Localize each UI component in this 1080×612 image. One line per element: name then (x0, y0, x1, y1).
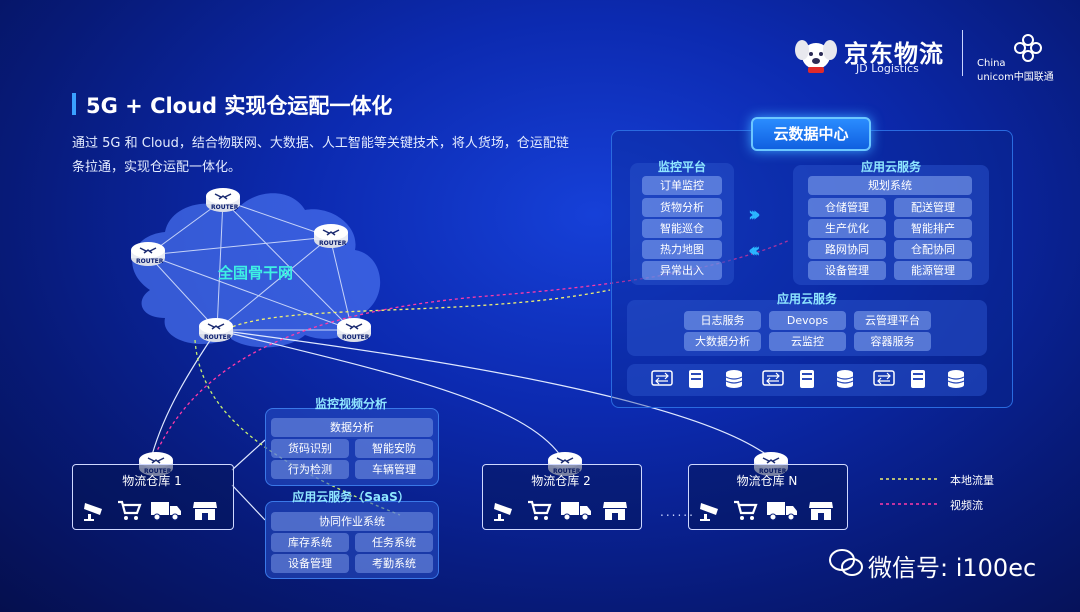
legend-local-traffic: 本地流量 (950, 474, 994, 487)
monitor-platform-title: 监控平台 (657, 160, 706, 174)
server-icon (688, 369, 704, 393)
app-cloud-item: 配送管理 (894, 198, 972, 217)
saas-item: 设备管理 (271, 554, 349, 573)
app-cloud-bottom-panel (627, 300, 987, 356)
cart-icon (116, 499, 142, 525)
switch-icon (651, 369, 673, 391)
right-chevrons-icon: ››› (748, 202, 761, 226)
app-cloud-header-item: 规划系统 (808, 176, 972, 195)
app-service-item: 云监控 (769, 332, 846, 351)
more-warehouses-ellipsis: ...... (660, 505, 695, 519)
monitor-item: 异常出入 (642, 261, 722, 280)
jd-logistics-name: 京东物流 (844, 40, 944, 68)
video-analysis-item: 车辆管理 (355, 460, 433, 479)
router-icon: ROUTER (205, 186, 241, 218)
app-cloud-top-title: 应用云服务 (860, 160, 921, 174)
app-service-item: 日志服务 (684, 311, 761, 330)
router-label: ROUTER (136, 258, 164, 265)
app-service-item: 大数据分析 (684, 332, 761, 351)
china-unicom-line2: unicom中国联通 (977, 72, 1054, 83)
database-icon (725, 369, 743, 393)
monitor-platform-panel (630, 163, 734, 285)
warehouse-label: 物流仓库 2 (531, 474, 591, 488)
cloud-data-center-title: 云数据中心 (751, 117, 871, 151)
left-chevrons-icon: ‹‹‹ (748, 238, 761, 262)
server-icon (910, 369, 926, 393)
warehouse-label: 物流仓库 1 (122, 474, 182, 488)
page-title: 5G + Cloud 实现仓运配一体化 (86, 94, 393, 118)
router-label: ROUTER (211, 204, 239, 211)
app-cloud-item: 设备管理 (808, 261, 886, 280)
title-accent-bar (72, 93, 76, 115)
router-label: ROUTER (204, 334, 232, 341)
saas-header-item: 协同作业系统 (271, 512, 433, 531)
server-icon (799, 369, 815, 393)
app-cloud-item: 路网协同 (808, 240, 886, 259)
truck-icon (766, 499, 798, 525)
monitor-item: 订单监控 (642, 176, 722, 195)
jd-dog-logo-icon (795, 40, 837, 73)
video-analysis-item: 货码识别 (271, 439, 349, 458)
page-description: 通过 5G 和 Cloud，结合物联网、大数据、人工智能等关键技术，将人货场，仓… (72, 136, 569, 175)
wechat-watermark: 微信号: i100ec (868, 554, 1037, 582)
legend-video-stream: 视频流 (950, 499, 983, 512)
app-cloud-item: 仓储管理 (808, 198, 886, 217)
saas-item: 库存系统 (271, 533, 349, 552)
router-label: ROUTER (342, 334, 370, 341)
switch-icon (873, 369, 895, 391)
app-cloud-item: 仓配协同 (894, 240, 972, 259)
monitor-item: 热力地图 (642, 240, 722, 259)
switch-icon (762, 369, 784, 391)
app-cloud-item: 生产优化 (808, 219, 886, 238)
cart-icon (526, 499, 552, 525)
logo-divider (962, 30, 963, 76)
wechat-icon (829, 549, 863, 576)
database-icon (836, 369, 854, 393)
store-icon (808, 499, 834, 525)
truck-icon (150, 499, 182, 525)
video-analysis-header-item: 数据分析 (271, 418, 433, 437)
app-cloud-top-panel (793, 165, 989, 285)
database-icon (947, 369, 965, 393)
saas-item: 考勤系统 (355, 554, 433, 573)
store-icon (602, 499, 628, 525)
truck-icon (560, 499, 592, 525)
app-service-item: 容器服务 (854, 332, 931, 351)
router-label: ROUTER (144, 468, 172, 475)
app-cloud-bottom-title: 应用云服务 (776, 292, 837, 306)
warehouse-label: 物流仓库 N (736, 474, 798, 488)
video-analysis-item: 智能安防 (355, 439, 433, 458)
saas-title: 应用云服务（SaaS） (292, 490, 410, 504)
camera-icon (492, 499, 518, 525)
router-label: ROUTER (553, 468, 581, 475)
saas-item: 任务系统 (355, 533, 433, 552)
app-service-item: Devops (769, 311, 846, 330)
china-unicom-line1: China (977, 58, 1006, 69)
video-analysis-title: 监控视频分析 (314, 397, 387, 411)
router-label: ROUTER (759, 468, 787, 475)
camera-icon (82, 499, 108, 525)
router-icon: ROUTER (313, 222, 349, 254)
jd-logistics-subtitle: JD Logistics (856, 62, 919, 75)
camera-icon (698, 499, 724, 525)
monitor-item: 货物分析 (642, 198, 722, 217)
router-icon: ROUTER (198, 316, 234, 348)
china-unicom-knot-icon (1014, 34, 1042, 62)
cart-icon (732, 499, 758, 525)
video-analysis-item: 行为检测 (271, 460, 349, 479)
app-service-item: 云管理平台 (854, 311, 931, 330)
router-label: ROUTER (319, 240, 347, 247)
router-icon: ROUTER (336, 316, 372, 348)
router-icon: ROUTER (130, 240, 166, 272)
monitor-item: 智能巡仓 (642, 219, 722, 238)
store-icon (192, 499, 218, 525)
backbone-network-label: 全国骨干网 (218, 264, 294, 282)
app-cloud-item: 智能排产 (894, 219, 972, 238)
app-cloud-item: 能源管理 (894, 261, 972, 280)
